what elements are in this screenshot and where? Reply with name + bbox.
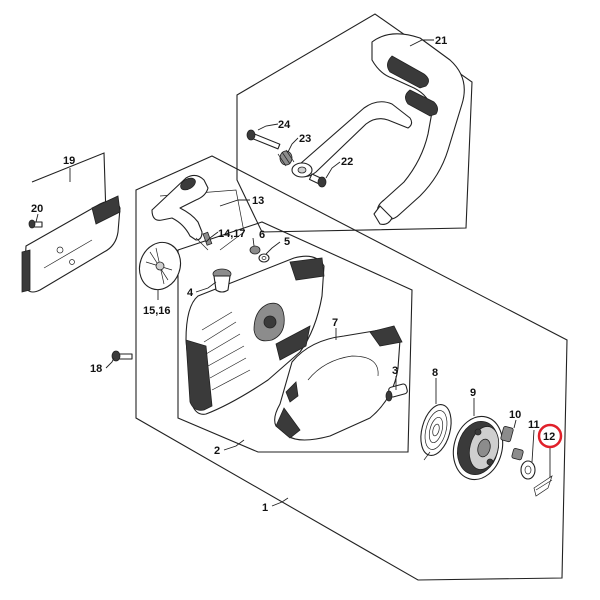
label-19[interactable]: 19 xyxy=(63,155,75,167)
label-20[interactable]: 20 xyxy=(31,203,43,215)
label-12[interactable]: 12 xyxy=(543,431,555,443)
label-15-16[interactable]: 15,16 xyxy=(143,305,171,317)
part-8-rewind-spring xyxy=(420,404,452,461)
label-24[interactable]: 24 xyxy=(278,119,291,131)
label-3[interactable]: 3 xyxy=(392,365,398,377)
label-8[interactable]: 8 xyxy=(432,367,438,379)
part-21-handle-guard xyxy=(291,33,465,225)
label-9[interactable]: 9 xyxy=(470,387,476,399)
label-6[interactable]: 6 xyxy=(259,229,265,241)
part-24-bolt xyxy=(246,129,281,150)
label-13[interactable]: 13 xyxy=(252,195,264,207)
part-18-bolt xyxy=(111,350,133,362)
label-4[interactable]: 4 xyxy=(187,287,194,299)
part-7-cover xyxy=(274,325,403,441)
frame-main-assembly xyxy=(135,155,568,581)
part-22-screw xyxy=(308,173,327,188)
part-5-washer xyxy=(258,253,270,263)
label-1[interactable]: 1 xyxy=(262,502,268,514)
frame-handle-21 xyxy=(236,13,473,233)
frame-cover-19 xyxy=(31,152,107,217)
part-15-16-disc xyxy=(138,241,182,291)
part-13-starter-grip xyxy=(151,174,209,251)
part-23-spring xyxy=(277,149,295,167)
label-22[interactable]: 22 xyxy=(341,156,353,168)
label-11[interactable]: 11 xyxy=(528,419,540,431)
label-18[interactable]: 18 xyxy=(90,363,102,375)
leader-lines xyxy=(35,39,551,507)
label-21[interactable]: 21 xyxy=(435,35,447,47)
frame-housing-2 xyxy=(177,221,413,453)
part-10-pawl xyxy=(500,426,524,461)
part-6-screw xyxy=(249,245,261,255)
label-2[interactable]: 2 xyxy=(214,445,220,457)
part-19-cover-plate xyxy=(21,195,121,293)
part-14-17-pin xyxy=(202,231,213,246)
part-2-fan-housing xyxy=(185,255,325,415)
label-10[interactable]: 10 xyxy=(509,409,521,421)
label-14-17[interactable]: 14,17 xyxy=(218,228,246,240)
part-12-spring-clip xyxy=(533,475,553,497)
part-20-screw xyxy=(28,219,43,229)
part-9-rope-rotor xyxy=(452,415,504,481)
part-11-washer xyxy=(520,460,536,480)
part-4-grommet xyxy=(212,268,232,293)
label-5[interactable]: 5 xyxy=(284,236,290,248)
part-3-pin xyxy=(385,383,408,402)
highlight-ring-part-12 xyxy=(537,423,563,449)
label-7[interactable]: 7 xyxy=(332,317,338,329)
label-23[interactable]: 23 xyxy=(299,133,311,145)
